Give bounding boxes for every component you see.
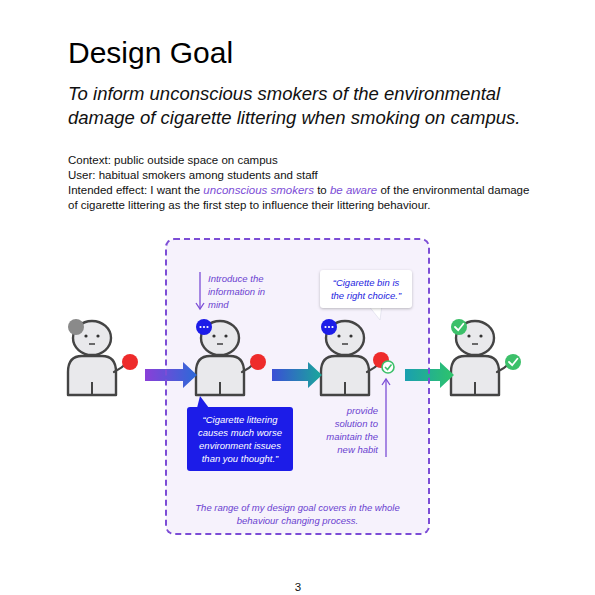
person-figure bbox=[321, 319, 394, 395]
page-title: Design Goal bbox=[68, 36, 233, 70]
user-line: User: habitual smokers among students an… bbox=[68, 168, 538, 183]
flow-arrows bbox=[145, 362, 454, 388]
person-figure bbox=[196, 319, 266, 395]
page-number: 3 bbox=[290, 580, 306, 595]
region-fill bbox=[166, 239, 429, 534]
person-figure bbox=[451, 319, 521, 395]
context-line: Context: public outside space on campus bbox=[68, 153, 538, 168]
speech-bubble: “Cigarette littering causes much worse e… bbox=[187, 407, 293, 471]
design-scope-region: The range of my design goal covers in th… bbox=[165, 238, 430, 535]
region-caption: The range of my design goal covers in th… bbox=[181, 501, 414, 527]
annotation: provide solution to maintain the new hab… bbox=[312, 404, 378, 456]
speech-bubble: “Cigarette bin is the right choice.” bbox=[320, 270, 412, 308]
bubble-text: “Cigarette bin is the right choice.” bbox=[328, 276, 404, 302]
person-figure bbox=[68, 319, 138, 395]
highlight-phrase: be aware bbox=[330, 184, 377, 196]
bubble-tails bbox=[196, 305, 382, 412]
design-goal-statement: To inform unconscious smokers of the env… bbox=[68, 82, 568, 130]
people bbox=[68, 319, 521, 395]
annotation: Introduce the information in mind bbox=[208, 272, 288, 311]
effect-text: to bbox=[317, 184, 327, 196]
effect-text: Intended effect: I want the bbox=[68, 184, 200, 196]
highlight-phrase: unconscious smokers bbox=[203, 184, 314, 196]
bubble-text: “Cigarette littering causes much worse e… bbox=[195, 413, 285, 465]
intended-effect: Intended effect: I want the unconscious … bbox=[68, 183, 538, 213]
